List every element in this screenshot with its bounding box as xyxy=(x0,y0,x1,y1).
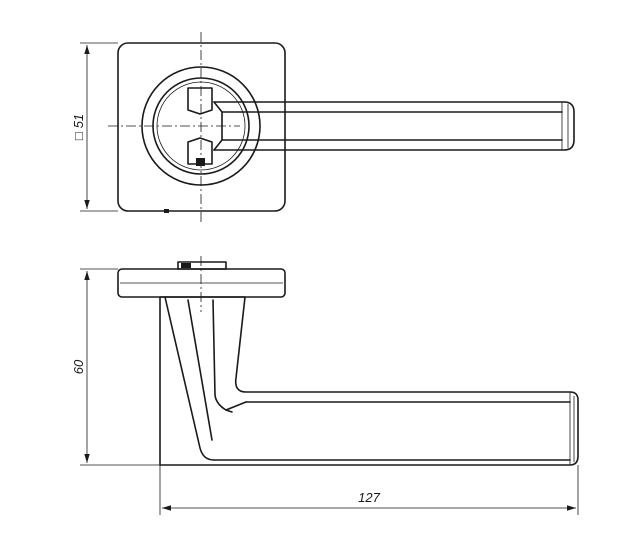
square-symbol: □ xyxy=(71,132,86,140)
square-rose-outline xyxy=(117,42,286,212)
lever-arm-top xyxy=(213,101,575,151)
lever-neck-side xyxy=(159,296,579,466)
dim-label-height: 60 xyxy=(71,359,86,374)
side-view: 60 127 xyxy=(71,256,579,515)
svg-text:□51: □ 51 xyxy=(71,114,86,140)
dim-label-length: 127 xyxy=(358,490,380,505)
spindle-detail xyxy=(187,87,213,166)
dim-label-rose: 51 xyxy=(71,114,86,128)
top-view: □ 51 xyxy=(71,32,575,222)
